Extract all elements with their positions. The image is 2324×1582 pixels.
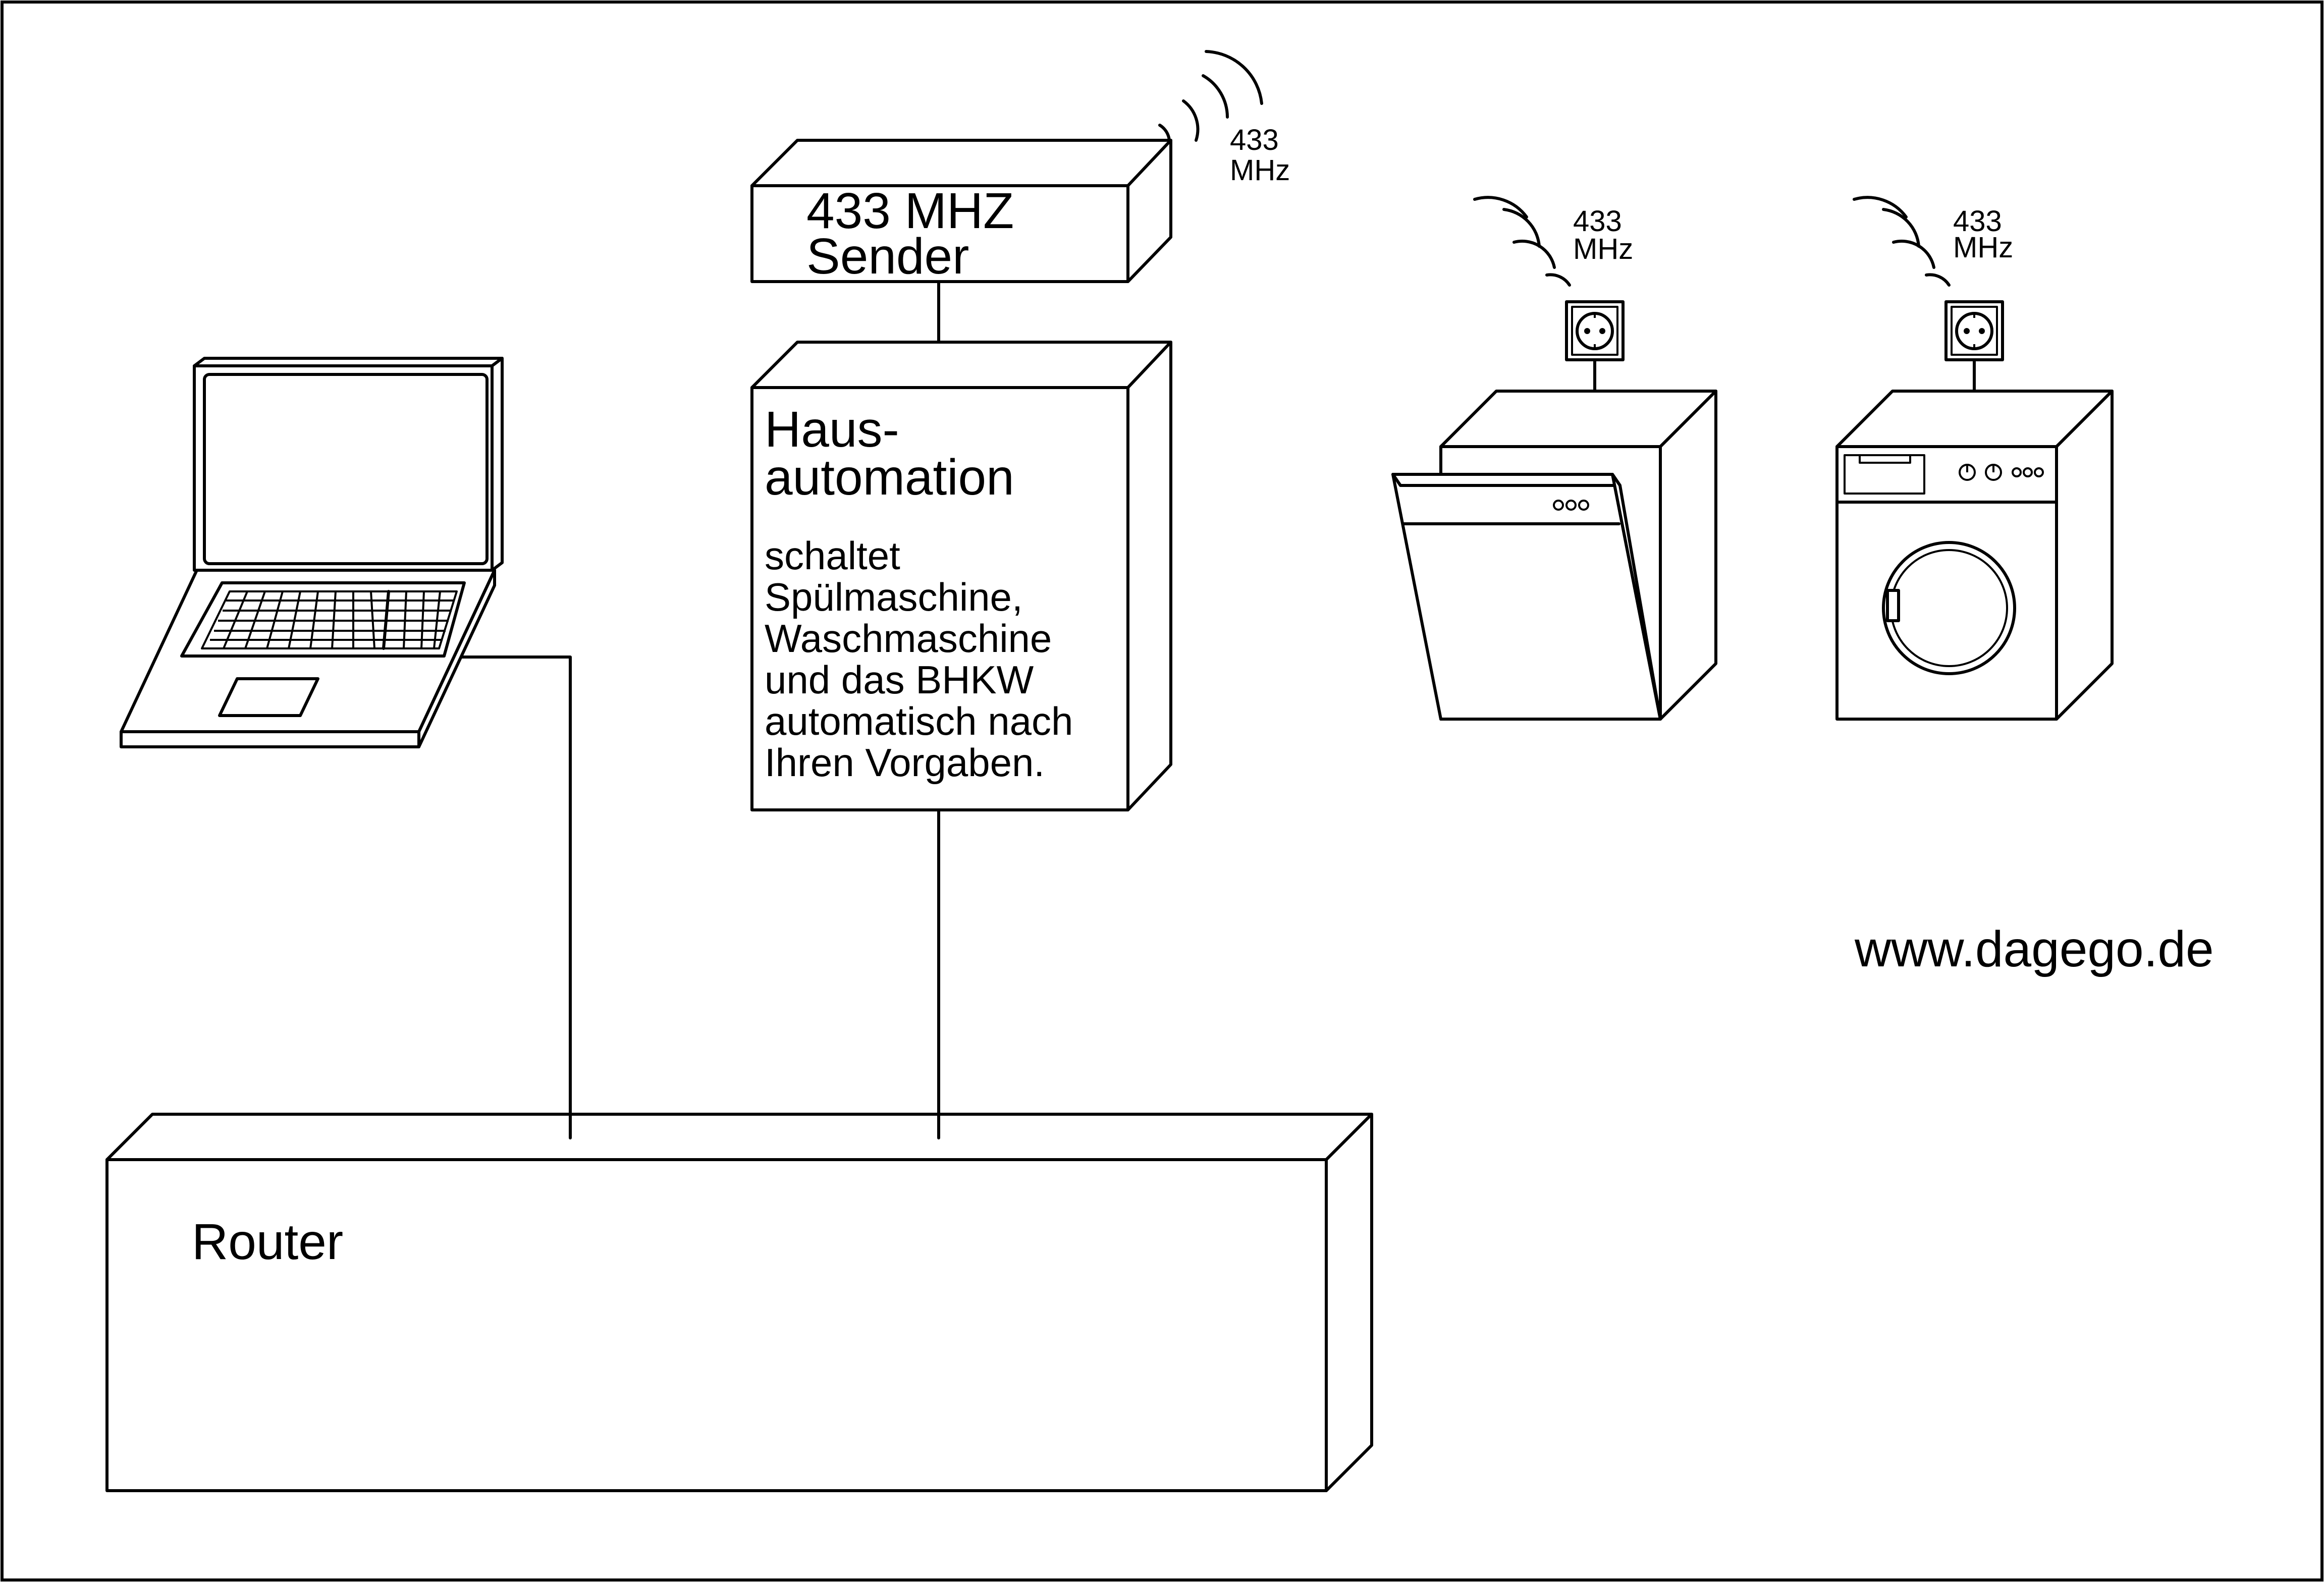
- hausautomation-title-line1: Haus-: [765, 401, 899, 458]
- washer-socket-icon: [1944, 300, 2004, 361]
- sender-label-line1: 433 MHZ: [806, 183, 1014, 239]
- washer-freq-line1: 433: [1953, 205, 2002, 238]
- router-box: [105, 1113, 1373, 1492]
- sender-box: [750, 139, 1172, 283]
- sender-label-line2: Sender: [806, 228, 969, 285]
- dishwasher-radio-waves-icon: [1473, 196, 1571, 287]
- laptop-icon: [120, 357, 504, 748]
- dishwasher-icon: [1391, 390, 1717, 721]
- sender-freq-line2: MHz: [1230, 154, 1290, 187]
- hausautomation-desc-line: Ihren Vorgaben.: [765, 740, 1045, 785]
- hausautomation-desc-line: Waschmaschine: [765, 616, 1052, 661]
- router-label: Router: [192, 1214, 343, 1270]
- hausautomation-box: [750, 341, 1172, 811]
- hausautomation-title-line2: automation: [765, 449, 1014, 506]
- hausautomation-desc-line: automatisch nach: [765, 699, 1073, 743]
- hausautomation-desc-line: schaltet: [765, 533, 900, 578]
- dishwasher-socket-icon: [1565, 300, 1625, 361]
- washer-radio-waves-icon: [1853, 196, 1951, 287]
- laptop-router-cable: [453, 656, 572, 1139]
- dishwasher-freq-line2: MHz: [1573, 233, 1633, 265]
- website-url: www.dagego.de: [1854, 921, 2214, 977]
- washing-machine-icon: [1835, 390, 2114, 721]
- hausautomation-desc-line: Spülmaschine,: [765, 575, 1023, 619]
- sender-radio-waves-icon: [1158, 50, 1263, 142]
- dishwasher-freq-line1: 433: [1573, 205, 1622, 238]
- washer-freq-line2: MHz: [1953, 231, 2013, 264]
- hausautomation-desc-line: und das BHKW: [765, 658, 1034, 702]
- sender-freq-line1: 433: [1230, 124, 1279, 156]
